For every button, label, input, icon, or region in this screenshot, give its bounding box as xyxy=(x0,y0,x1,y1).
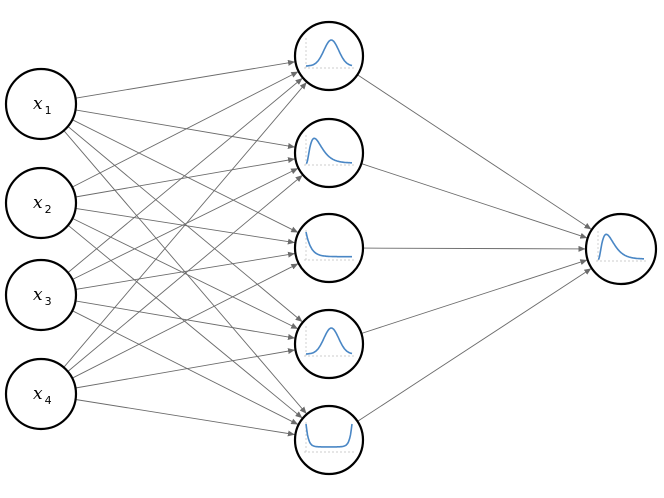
edge-hidden-3-to-output xyxy=(362,245,586,252)
edge-input-2-to-hidden-1 xyxy=(71,71,299,188)
edge-input-1-to-hidden-5 xyxy=(63,130,307,414)
edge-input-4-to-hidden-1 xyxy=(63,82,307,368)
output-node-distribution xyxy=(596,231,646,262)
hidden-node-2-distribution-curve xyxy=(306,137,352,164)
hidden-node-5-circle xyxy=(293,404,365,476)
hidden-node-4-distribution xyxy=(304,326,354,357)
input-node-2-circle xyxy=(4,166,78,240)
edge-input-4-to-hidden-5 xyxy=(75,399,295,437)
output-node xyxy=(584,212,658,286)
input-node-1-circle xyxy=(4,67,78,141)
hidden-node-2-circle xyxy=(293,117,365,189)
hidden-node-2 xyxy=(293,117,365,189)
input-node-4-circle xyxy=(4,357,78,431)
input-subscript: 1 xyxy=(45,104,52,117)
hidden-node-1-distribution-curve xyxy=(306,39,353,67)
edge-input-2-to-hidden-2 xyxy=(75,157,295,198)
hidden-node-5 xyxy=(293,404,365,476)
input-var: x xyxy=(33,384,43,404)
input-var: x xyxy=(33,94,43,114)
edge-input-1-to-hidden-1 xyxy=(75,59,295,99)
output-node-distribution-curve xyxy=(598,233,644,260)
input-subscript: 3 xyxy=(45,295,52,308)
hidden-node-3-distribution xyxy=(304,230,354,261)
edge-hidden-4-to-output xyxy=(361,259,588,334)
output-node-circle xyxy=(584,212,658,286)
hidden-node-2-distribution xyxy=(304,135,354,166)
edge-input-3-to-hidden-3 xyxy=(75,251,295,290)
edge-input-3-to-hidden-1 xyxy=(67,78,303,273)
edge-input-3-to-hidden-4 xyxy=(75,300,295,340)
edge-input-3-to-hidden-5 xyxy=(72,310,299,425)
edge-input-1-to-hidden-2 xyxy=(75,109,295,149)
hidden-node-1-circle xyxy=(293,20,365,92)
hidden-node-3-circle xyxy=(293,212,365,284)
hidden-node-3 xyxy=(293,212,365,284)
hidden-node-1 xyxy=(293,20,365,92)
input-var: x xyxy=(33,285,43,305)
edge-hidden-1-to-output xyxy=(357,74,592,230)
hidden-node-4 xyxy=(293,308,365,380)
input-var: x xyxy=(33,193,43,213)
edges-layer xyxy=(63,59,592,437)
input-subscript: 4 xyxy=(45,394,52,407)
hidden-node-3-distribution-curve xyxy=(305,231,352,258)
input-node-3-circle xyxy=(4,258,78,332)
hidden-node-1-distribution xyxy=(304,38,354,69)
hidden-node-5-distribution xyxy=(304,422,354,453)
edge-input-3-to-hidden-2 xyxy=(72,168,299,280)
input-subscript: 2 xyxy=(45,203,52,216)
edge-input-4-to-hidden-2 xyxy=(67,175,303,372)
hidden-node-4-circle xyxy=(293,308,365,380)
edge-input-4-to-hidden-4 xyxy=(75,348,295,389)
hidden-node-4-distribution-curve xyxy=(306,327,353,355)
edge-hidden-5-to-output xyxy=(357,268,592,422)
edge-hidden-2-to-output xyxy=(361,163,588,239)
hidden-node-5-distribution-curve xyxy=(305,423,353,448)
edge-input-4-to-hidden-3 xyxy=(71,263,299,379)
